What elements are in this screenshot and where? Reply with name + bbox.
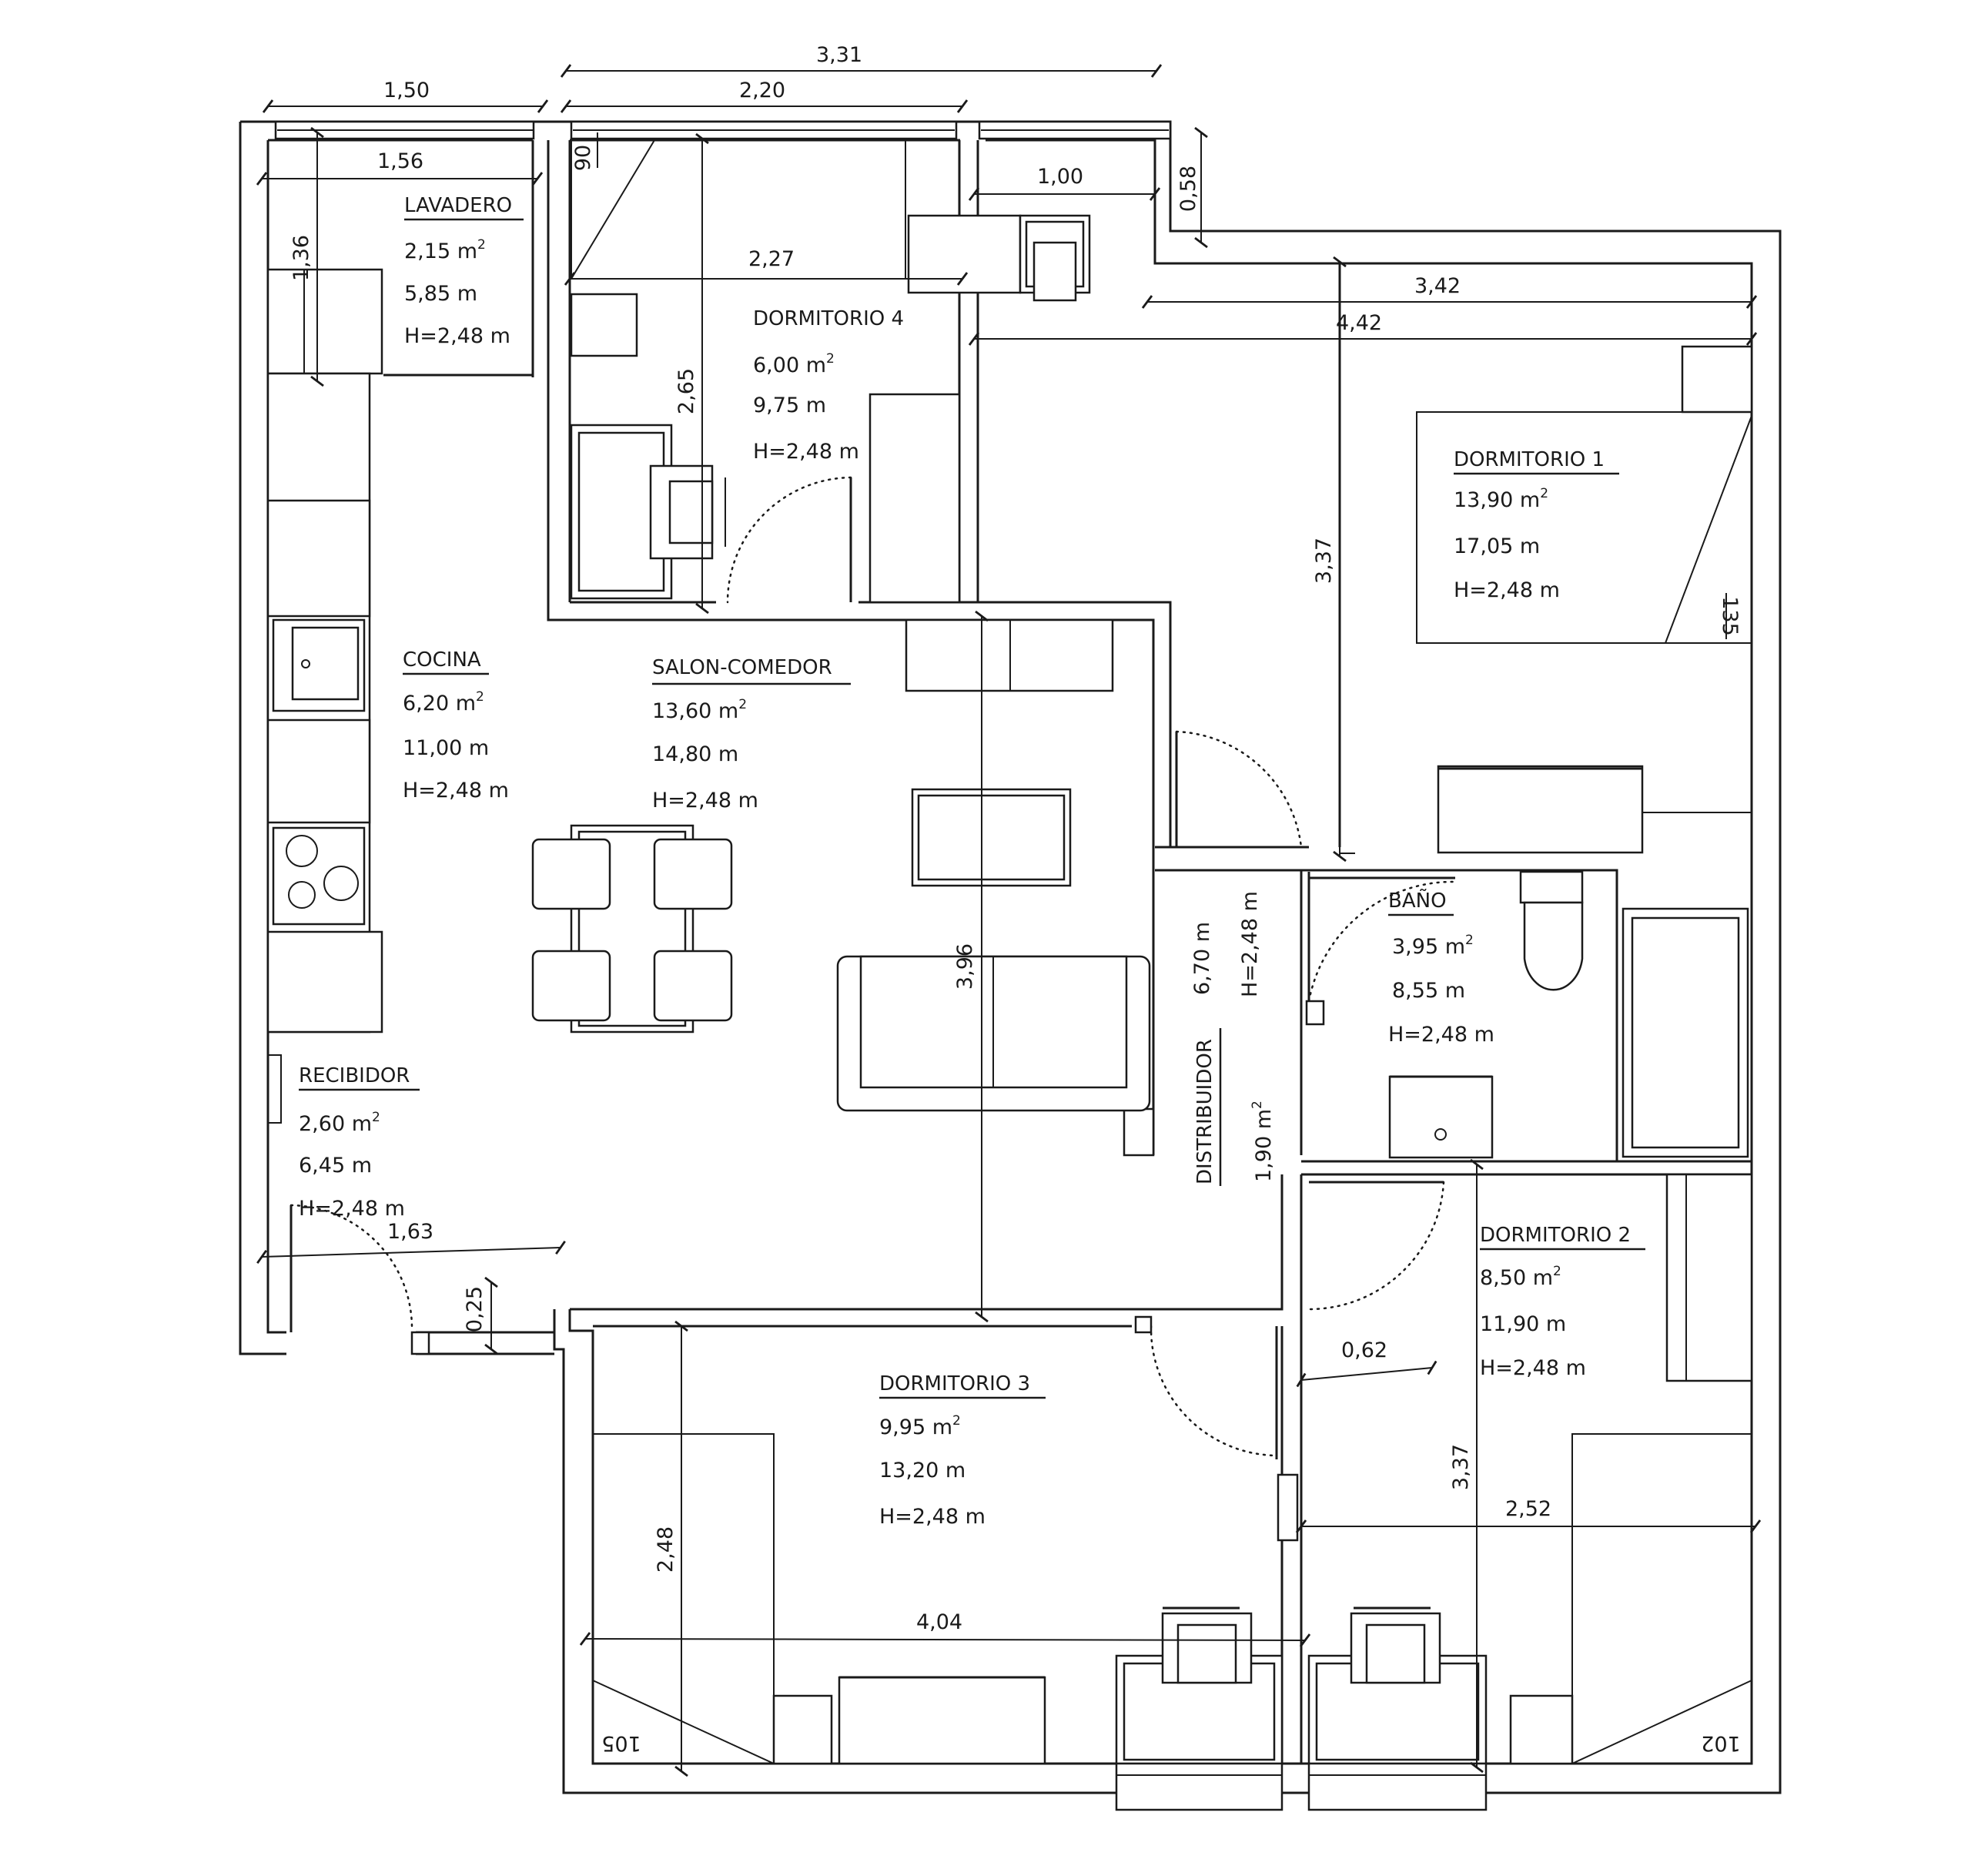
dim-3-37-dorm2: 3,37	[1449, 1444, 1473, 1490]
dim-3-96: 3,96	[953, 943, 977, 990]
dim-2-27: 2,27	[748, 247, 795, 271]
room-perimeter: 11,90 m	[1480, 1312, 1566, 1336]
room-name: DORMITORIO 4	[753, 307, 904, 330]
room-name: RECIBIDOR	[299, 1064, 410, 1087]
room-name: COCINA	[403, 648, 481, 672]
room-height: H=2,48 m	[652, 789, 758, 812]
dimension-lines	[256, 64, 1762, 1777]
room-salon-comedor: SALON-COMEDOR 13,60 m2 14,80 m H=2,48 m	[652, 656, 851, 812]
room-height: H=2,48 m	[1238, 891, 1262, 997]
room-area: 2,60 m2	[299, 1110, 380, 1136]
dim-4-04: 4,04	[916, 1610, 962, 1634]
room-perimeter: 11,00 m	[403, 736, 489, 760]
room-area: 6,00 m2	[753, 351, 835, 377]
room-name: SALON-COMEDOR	[652, 656, 832, 679]
dim-105: 105	[601, 1731, 641, 1755]
dim-0-62: 0,62	[1341, 1338, 1387, 1362]
dim-1-00: 1,00	[1037, 165, 1083, 189]
room-cocina: COCINA 6,20 m2 11,00 m H=2,48 m	[403, 648, 509, 802]
room-perimeter: 5,85 m	[404, 282, 477, 306]
room-perimeter: 13,20 m	[879, 1459, 966, 1482]
room-perimeter: 6,45 m	[299, 1154, 372, 1178]
room-distribuidor: DISTRIBUIDOR 1,90 m2 6,70 m H=2,48 m	[1190, 891, 1276, 1186]
room-dormitorio-4: DORMITORIO 4 6,00 m2 9,75 m H=2,48 m	[753, 307, 904, 464]
dim-90: 90	[571, 145, 595, 171]
dim-2-52: 2,52	[1505, 1497, 1551, 1521]
room-area: 3,95 m2	[1392, 933, 1474, 959]
room-area: 13,60 m2	[652, 697, 747, 723]
dim-1-36: 1,36	[289, 235, 313, 281]
room-bano: BAÑO 3,95 m2 8,55 m H=2,48 m	[1388, 888, 1494, 1047]
room-area: 13,90 m2	[1454, 486, 1548, 512]
room-recibidor: RECIBIDOR 2,60 m2 6,45 m H=2,48 m	[299, 1064, 420, 1221]
room-height: H=2,48 m	[1480, 1356, 1586, 1380]
dim-4-42: 4,42	[1336, 311, 1382, 335]
room-area: 6,20 m2	[403, 689, 484, 715]
room-height: H=2,48 m	[753, 440, 859, 464]
room-dormitorio-2: DORMITORIO 2 8,50 m2 11,90 m H=2,48 m	[1480, 1224, 1645, 1380]
dim-3-42: 3,42	[1414, 274, 1461, 298]
room-height: H=2,48 m	[879, 1505, 986, 1529]
room-area: 1,90 m2	[1250, 1101, 1276, 1182]
room-name: DORMITORIO 2	[1480, 1224, 1631, 1247]
room-dormitorio-1: DORMITORIO 1 13,90 m2 17,05 m H=2,48 m	[1454, 448, 1619, 602]
room-perimeter: 8,55 m	[1392, 979, 1465, 1003]
dim-2-65: 2,65	[674, 368, 698, 414]
dim-1-50: 1,50	[383, 79, 430, 102]
room-perimeter: 9,75 m	[753, 394, 826, 417]
room-name: DORMITORIO 3	[879, 1372, 1030, 1395]
dim-0-25: 0,25	[463, 1286, 487, 1332]
room-perimeter: 14,80 m	[652, 742, 738, 766]
room-height: H=2,48 m	[404, 324, 510, 348]
room-area: 8,50 m2	[1480, 1264, 1561, 1290]
dim-3-37-dorm1: 3,37	[1312, 538, 1336, 584]
room-height: H=2,48 m	[299, 1197, 405, 1221]
dim-3-31: 3,31	[816, 43, 862, 67]
dim-0-58: 0,58	[1176, 166, 1200, 212]
dim-2-20: 2,20	[739, 79, 785, 102]
dim-102: 102	[1701, 1731, 1741, 1755]
dim-135: 135	[1718, 596, 1742, 636]
dimension-labels: 3,31 2,20 1,50 1,56 1,36 90 2,27 1,00 0,…	[289, 43, 1742, 1755]
room-perimeter: 17,05 m	[1454, 534, 1540, 558]
interior-walls	[383, 140, 1752, 1764]
dim-2-48: 2,48	[654, 1526, 678, 1573]
room-name: BAÑO	[1388, 888, 1447, 913]
room-height: H=2,48 m	[1454, 578, 1560, 602]
room-height: H=2,48 m	[403, 779, 509, 802]
room-dormitorio-3: DORMITORIO 3 9,95 m2 13,20 m H=2,48 m	[879, 1372, 1046, 1529]
room-perimeter: 6,70 m	[1190, 922, 1214, 995]
furniture	[266, 139, 1753, 1811]
dim-1-56: 1,56	[377, 149, 423, 173]
room-name: DISTRIBUIDOR	[1193, 1039, 1217, 1184]
dim-1-63: 1,63	[387, 1220, 433, 1244]
room-area: 9,95 m2	[879, 1413, 961, 1439]
room-height: H=2,48 m	[1388, 1023, 1494, 1047]
room-lavadero: LAVADERO 2,15 m2 5,85 m H=2,48 m	[404, 194, 524, 348]
room-name: DORMITORIO 1	[1454, 448, 1605, 471]
room-name: LAVADERO	[404, 194, 512, 217]
room-area: 2,15 m2	[404, 237, 486, 263]
